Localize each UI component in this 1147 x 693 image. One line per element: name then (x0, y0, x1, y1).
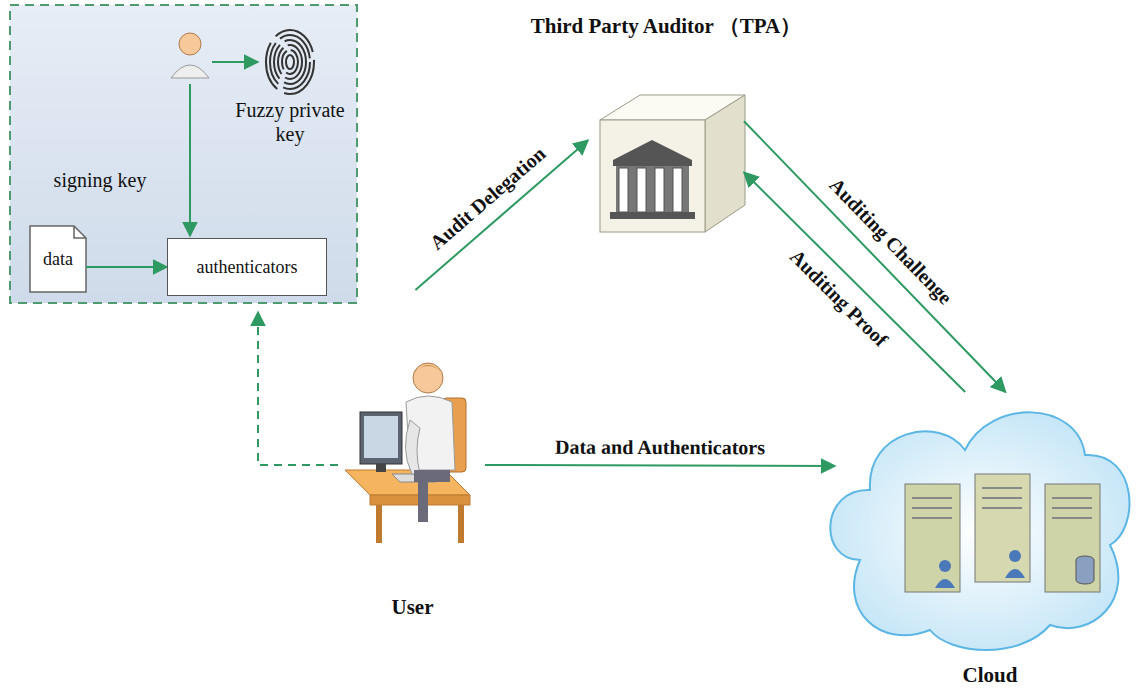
node-text: authenticators (197, 257, 298, 278)
user-figure (345, 363, 470, 543)
signer-figure (171, 33, 209, 78)
key-arrow (212, 61, 258, 63)
authenticator-box: authenticators (167, 238, 327, 296)
data-document: data (30, 226, 86, 292)
connector (744, 121, 1006, 392)
node-text: data (43, 249, 73, 270)
fingerprint-icon (266, 30, 314, 94)
auditor-icon (600, 95, 745, 232)
dashed-arrow (258, 312, 338, 465)
key-label: Fuzzy private key (228, 98, 352, 146)
edge-label: Data and Authenticators (552, 436, 768, 459)
connector (415, 140, 588, 290)
node-text: User (392, 595, 434, 620)
cloud-node: Cloud (835, 392, 1145, 688)
auditor-node: Third Party Auditor （TPA） (588, 92, 744, 238)
document-icon (30, 226, 86, 292)
connector (744, 172, 965, 392)
connector (485, 465, 835, 466)
edge-label: Audit Delegation (423, 141, 551, 257)
key-panel (10, 5, 357, 303)
signing-arrow (189, 84, 191, 236)
user-node: User (340, 290, 485, 620)
connector (86, 266, 167, 268)
node-text: Cloud (963, 663, 1018, 688)
key-label: signing key (40, 168, 160, 192)
cloud-icon (830, 412, 1129, 650)
node-text: Third Party Auditor （TPA） (531, 12, 802, 40)
